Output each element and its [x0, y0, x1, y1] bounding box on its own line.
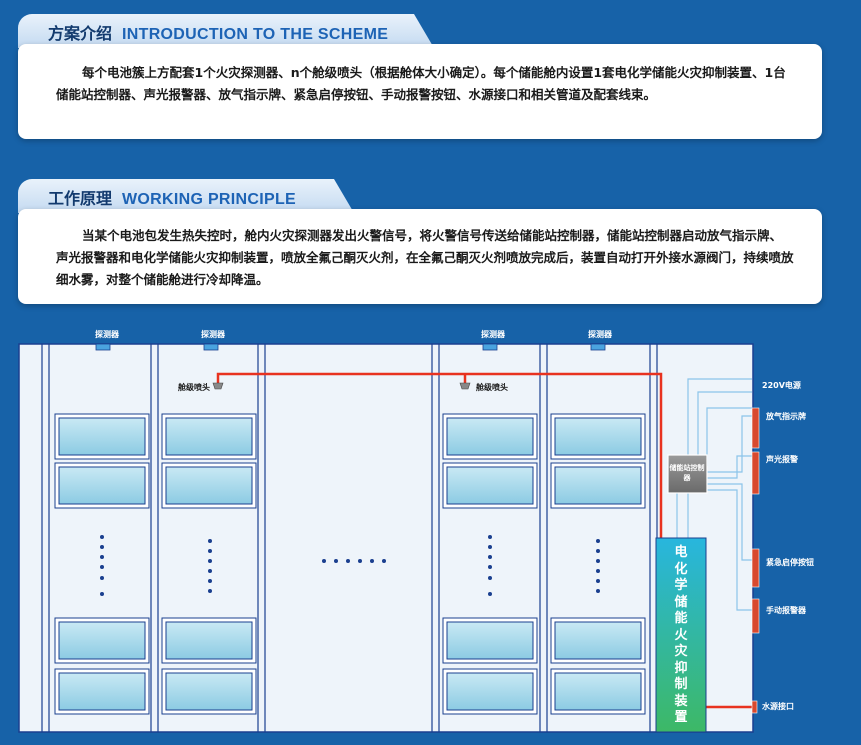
- battery-modules: [54, 413, 646, 715]
- ellipsis-dots: [100, 535, 600, 596]
- nozzle-icons: [212, 382, 471, 390]
- suppression-label: 电化学储能火灾抑制装置: [674, 545, 688, 725]
- power-label: 220V电源: [762, 381, 801, 390]
- intro-tab: 方案介绍 INTRODUCTION TO THE SCHEME: [18, 14, 434, 48]
- principle-body: 当某个电池包发生热失控时，舱内火灾探测器发出火警信号，将火警信号传送给储能站控制…: [56, 228, 794, 287]
- principle-title-en: WORKING PRINCIPLE: [122, 191, 297, 208]
- manual-alarm-label: 手动报警器: [766, 606, 806, 615]
- station-controller: [667, 454, 708, 494]
- estop-label: 紧急启停按钮: [766, 558, 814, 567]
- detector-label-4: 探测器: [588, 330, 612, 339]
- intro-box: 每个电池簇上方配套1个火灾探测器、n个舱级喷头（根据舱体大小确定）。每个储能舱内…: [18, 44, 822, 139]
- alarm-label: 声光报警: [766, 455, 798, 464]
- principle-tab: 工作原理 WORKING PRINCIPLE: [18, 179, 354, 213]
- detector-label-2: 探测器: [201, 330, 225, 339]
- detector-label-1: 探测器: [95, 330, 119, 339]
- detector-icons: [95, 343, 606, 351]
- intro-body: 每个电池簇上方配套1个火灾探测器、n个舱级喷头（根据舱体大小确定）。每个储能舱内…: [56, 65, 786, 102]
- detector-label-3: 探测器: [481, 330, 505, 339]
- principle-title-cn: 工作原理: [48, 189, 113, 208]
- intro-title-cn: 方案介绍: [48, 24, 113, 43]
- control-wiring: [676, 378, 752, 611]
- nozzle-label-2: 舱级喷头: [476, 383, 508, 392]
- controller-label: 储能站控制器: [669, 464, 705, 482]
- cabinet-frames: [41, 344, 658, 732]
- container-outline: [18, 343, 754, 733]
- nozzle-label-1: 舱级喷头: [178, 383, 210, 392]
- alarm-devices: [751, 407, 760, 714]
- intro-title-en: INTRODUCTION TO THE SCHEME: [122, 26, 389, 43]
- principle-box: 当某个电池包发生热失控时，舱内火灾探测器发出火警信号，将火警信号传送给储能站控制…: [18, 209, 822, 304]
- agent-pipe: [216, 372, 752, 709]
- water-inlet-label: 水源接口: [762, 702, 794, 711]
- vent-sign-label: 放气指示牌: [766, 412, 806, 421]
- suppression-unit: [655, 537, 707, 733]
